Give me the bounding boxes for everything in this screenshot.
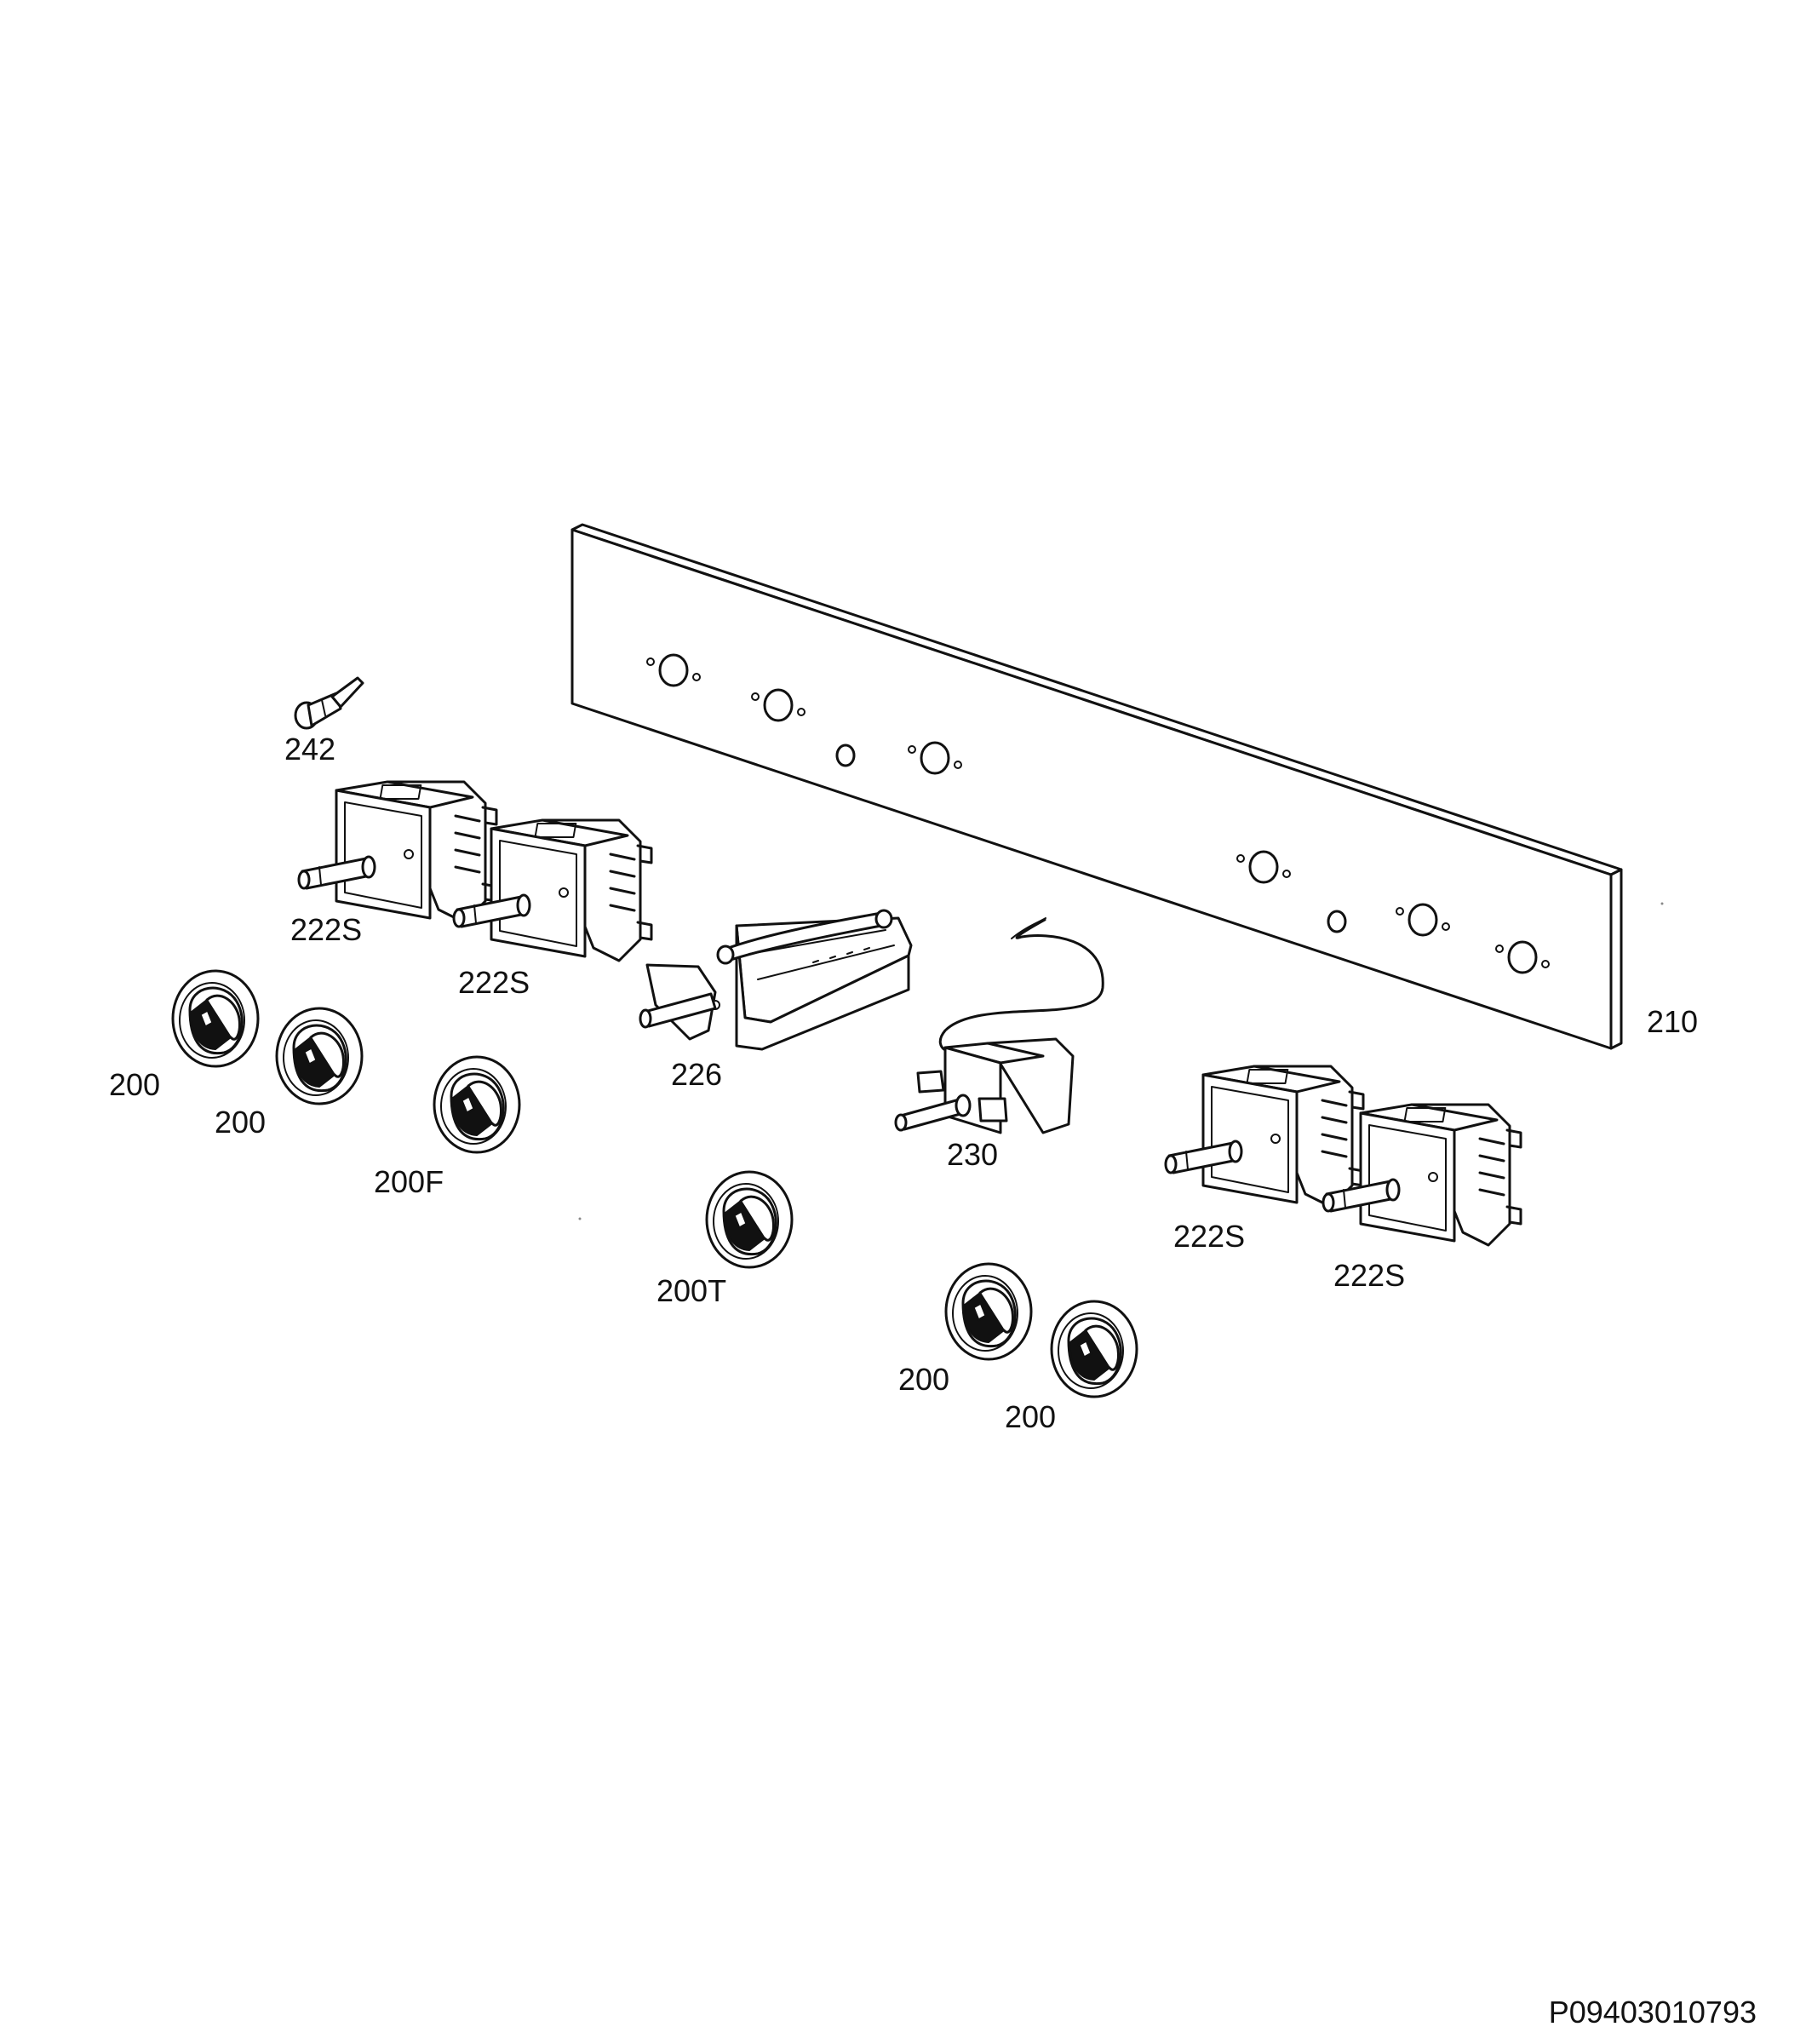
callout-thermostat: 230 — [947, 1137, 999, 1172]
callout-knob-1: 200 — [109, 1067, 161, 1102]
control-knob-2 — [275, 1007, 364, 1105]
oven-function-knob — [433, 1055, 521, 1154]
panel-knob-holes — [646, 653, 1550, 974]
indicator-light — [294, 676, 364, 730]
callout-knob-3: 200 — [898, 1362, 950, 1397]
callout-switch-b: 222S — [458, 965, 530, 1000]
callout-switch-c: 222S — [1173, 1219, 1246, 1254]
callout-knob-2: 200 — [215, 1105, 267, 1140]
regulator-assembly — [639, 909, 913, 1051]
callout-switch-a: 222S — [290, 912, 363, 947]
callout-switch-d: 222S — [1333, 1258, 1406, 1293]
panel-indicator-holes — [835, 744, 1347, 933]
callout-regulator: 226 — [671, 1057, 723, 1092]
callout-knob-4: 200 — [1005, 1399, 1057, 1434]
thermostat — [894, 917, 1104, 1134]
callout-panel: 210 — [1647, 1004, 1699, 1039]
control-knob-4 — [1050, 1300, 1138, 1398]
energy-regulator-switch-a — [297, 780, 498, 924]
control-knob-1 — [171, 969, 260, 1068]
control-panel — [570, 523, 1623, 1050]
callout-indicator-light: 242 — [284, 732, 336, 766]
control-knob-3 — [944, 1262, 1033, 1361]
callout-oven-function-knob: 200F — [374, 1164, 444, 1199]
energy-regulator-switch-c — [1164, 1065, 1365, 1209]
thermostat-knob — [705, 1170, 794, 1269]
callout-thermostat-knob: 200T — [656, 1273, 727, 1308]
drawing-id: P09403010793 — [1548, 1995, 1757, 2030]
